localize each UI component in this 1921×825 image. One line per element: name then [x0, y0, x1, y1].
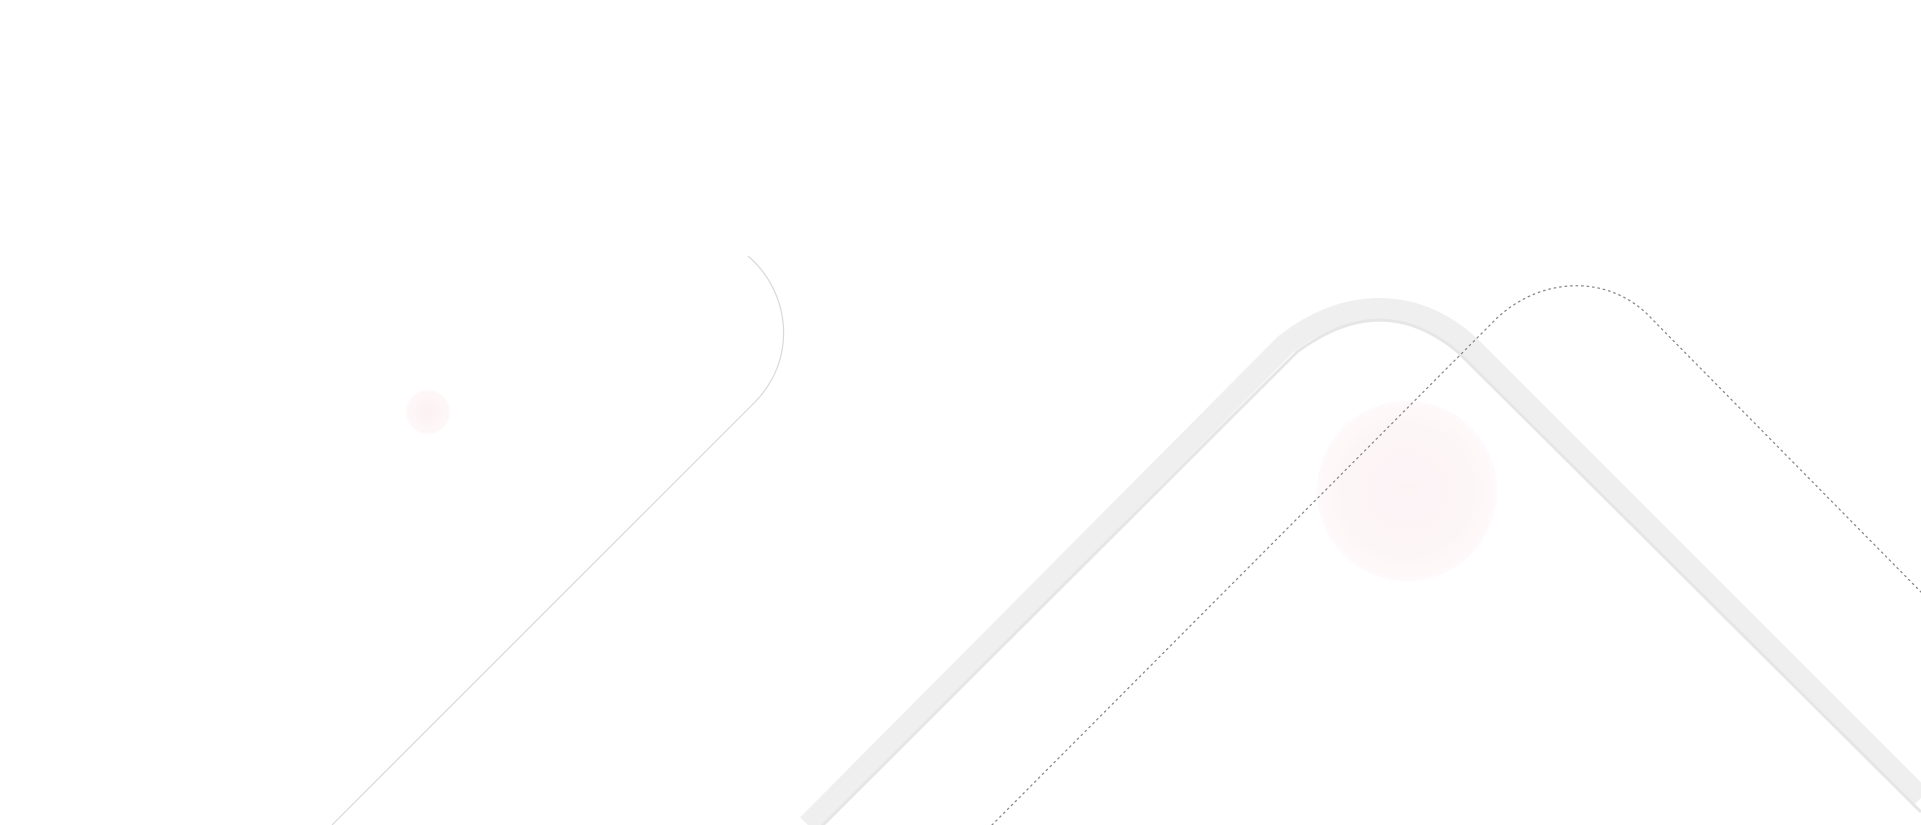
small-pink-blob	[406, 390, 450, 434]
thick-chevron-band	[800, 298, 1921, 825]
thin-curve-outline	[331, 255, 785, 825]
dotted-chevron-line	[991, 285, 1921, 825]
thick-chevron-band-edge	[820, 318, 1921, 825]
large-pink-blob	[1317, 401, 1497, 581]
